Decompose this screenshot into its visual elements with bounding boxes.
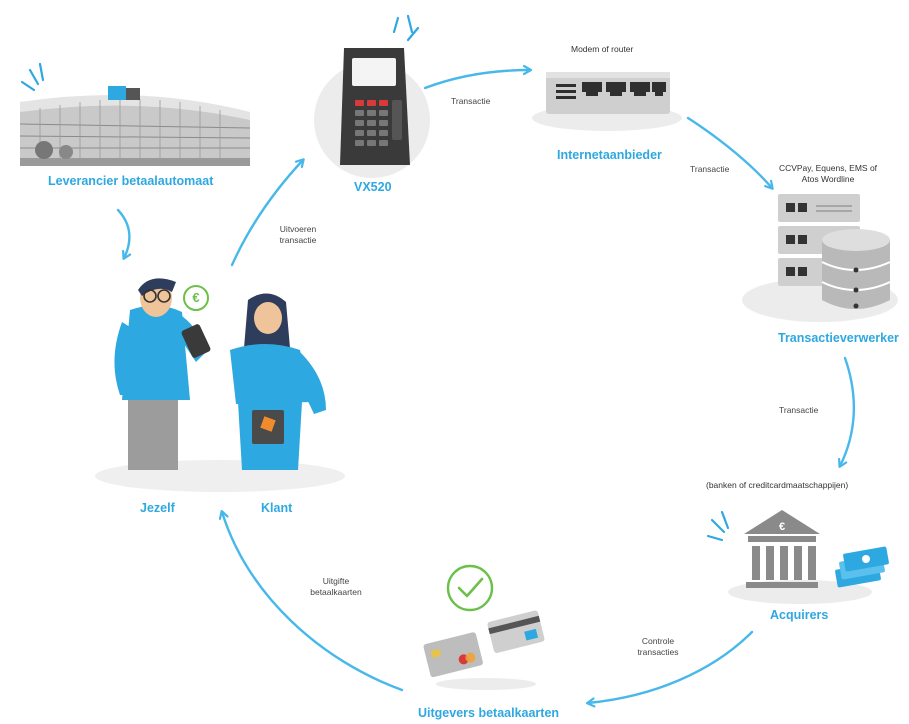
building-illustration	[19, 62, 251, 166]
modem-router-illustration	[532, 72, 682, 131]
note-modem: Modem of router	[571, 44, 634, 54]
edge-label-uitvoeren-line1: Uitvoeren	[279, 224, 317, 234]
bank-illustration: €	[706, 510, 889, 604]
euro-badge-icon: €	[192, 290, 199, 305]
server-database-illustration	[742, 194, 898, 322]
vx520-terminal-illustration	[314, 14, 430, 178]
edge-label-uitvoeren-line2: transactie	[279, 235, 317, 245]
arrow-leverancier-to-jezelf	[116, 208, 129, 258]
node-label-acquirers: Acquirers	[770, 608, 829, 622]
note-processors: CCVPay, Equens, EMS of Atos Wordline	[778, 163, 878, 185]
arrow-verwerker-to-acquirers	[840, 356, 856, 466]
edge-label-controle-line2: transacties	[637, 647, 679, 657]
edge-label-transactie-3: Transactie	[779, 405, 819, 415]
edge-label-uitvoeren-transactie: Uitvoeren transactie	[268, 224, 328, 246]
edge-label-transactie-1: Transactie	[451, 96, 491, 106]
arrow-uitgevers-to-jezelf	[222, 512, 404, 692]
people-illustration: €	[95, 278, 345, 492]
payment-cards-illustration	[423, 564, 545, 690]
node-label-leverancier: Leverancier betaalautomaat	[48, 174, 214, 188]
klant-figure	[230, 293, 326, 470]
bank-euro-symbol: €	[779, 521, 785, 533]
node-label-vx520: VX520	[354, 180, 392, 194]
note-processors-line1: CCVPay, Equens, EMS of	[778, 163, 878, 173]
note-processors-line2: Atos Wordline	[801, 174, 855, 184]
node-label-uitgevers: Uitgevers betaalkaarten	[418, 706, 560, 720]
arrow-jezelf-to-vx520	[230, 160, 303, 267]
edge-label-controle-line1: Controle	[641, 636, 675, 646]
node-label-klant: Klant	[261, 501, 293, 515]
check-circle-icon	[446, 564, 494, 612]
edge-label-uitgifte-line2: betaalkaarten	[310, 587, 362, 597]
note-banks: (banken of creditcardmaatschappijen)	[706, 480, 849, 490]
arrow-vx520-to-internet	[423, 70, 530, 90]
money-stack-icon	[835, 546, 889, 588]
node-label-internetaanbieder: Internetaanbieder	[557, 148, 662, 162]
edge-label-controle-transacties: Controle transacties	[626, 636, 690, 658]
jezelf-figure: €	[114, 278, 211, 470]
edge-label-uitgifte-betaalkaarten: Uitgifte betaalkaarten	[300, 576, 372, 598]
node-label-transactieverwerker: Transactieverwerker	[778, 331, 899, 345]
edge-label-uitgifte-line1: Uitgifte	[322, 576, 350, 586]
arrow-acquirers-to-uitgevers	[588, 630, 754, 703]
edge-label-transactie-2: Transactie	[690, 164, 730, 174]
node-label-jezelf: Jezelf	[140, 501, 175, 515]
arrow-internet-to-verwerker	[686, 116, 772, 188]
